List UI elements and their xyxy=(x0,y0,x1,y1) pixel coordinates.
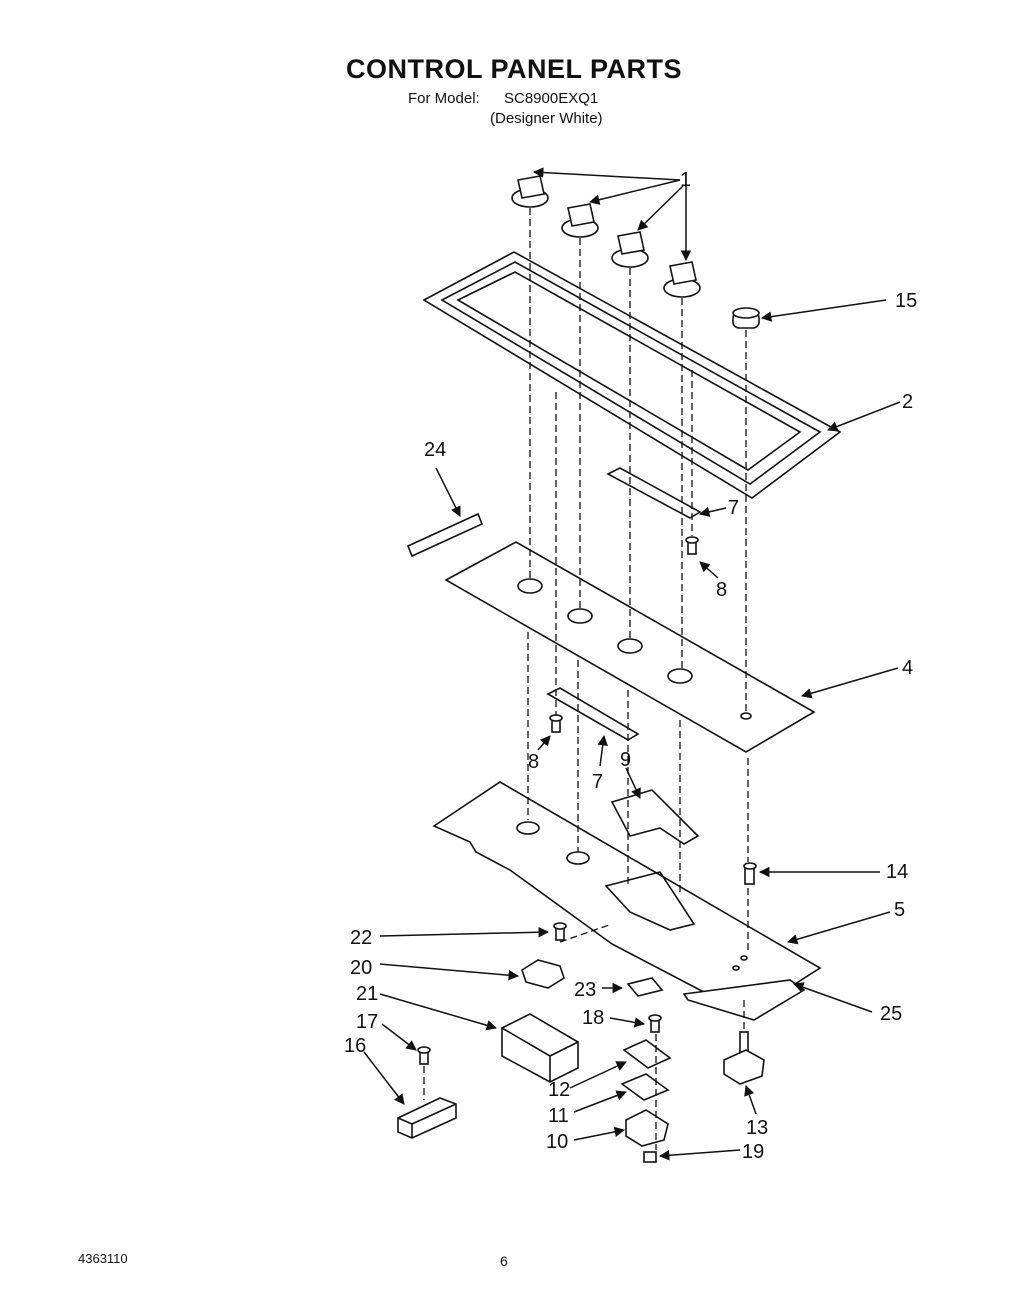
callout-2: 2 xyxy=(902,391,913,413)
callout-16: 16 xyxy=(344,1035,366,1057)
screw-part-22 xyxy=(553,922,567,941)
control-knob-part-1c xyxy=(611,231,649,268)
screw-part-8-lower xyxy=(549,714,563,733)
panel-base-part-5 xyxy=(432,781,822,1015)
callout-10: 10 xyxy=(546,1131,568,1153)
switch-box-part-21 xyxy=(501,1013,579,1083)
model-line: For Model: SC8900EXQ1 xyxy=(408,90,598,107)
callout-11: 11 xyxy=(548,1105,569,1127)
callout-7-lower: 7 xyxy=(592,771,603,793)
callout-14: 14 xyxy=(886,861,908,883)
switch-part-13 xyxy=(723,1031,765,1085)
callout-5: 5 xyxy=(894,899,905,921)
control-knob-part-1d xyxy=(663,261,701,298)
callout-13: 13 xyxy=(746,1117,768,1139)
page-number: 6 xyxy=(500,1253,508,1269)
console-frame-part-2 xyxy=(422,251,842,499)
screw-part-14 xyxy=(743,862,757,885)
document-number: 4363110 xyxy=(78,1251,128,1266)
callout-7-upper: 7 xyxy=(728,497,739,519)
bracket-part-9 xyxy=(610,789,700,845)
callout-19: 19 xyxy=(742,1141,764,1163)
callout-8-lower: 8 xyxy=(528,751,539,773)
callout-20: 20 xyxy=(350,957,372,979)
callout-labels: 1 15 2 24 7 8 4 8 7 9 14 5 22 20 23 21 2… xyxy=(344,169,917,1163)
retainer-strip-part-7-upper xyxy=(606,467,702,519)
label-part-23 xyxy=(626,977,664,997)
retainer-strip-part-7-lower xyxy=(546,687,640,741)
control-knob-part-1a xyxy=(511,175,549,208)
callout-8-upper: 8 xyxy=(716,579,727,601)
switch-part-10 xyxy=(625,1109,669,1147)
terminal-block-part-16 xyxy=(397,1097,457,1139)
model-number: SC8900EXQ1 xyxy=(504,90,599,107)
callout-25: 25 xyxy=(880,1003,902,1025)
callout-leaders xyxy=(363,167,901,1161)
small-knob-part-15 xyxy=(732,307,760,329)
callout-18: 18 xyxy=(582,1007,604,1029)
insulator-part-11 xyxy=(620,1073,670,1101)
callout-23: 23 xyxy=(574,979,596,1001)
assembly-guide-lines xyxy=(423,208,749,1150)
callout-4: 4 xyxy=(902,657,913,679)
callout-1: 1 xyxy=(680,169,691,191)
callout-24: 24 xyxy=(424,439,446,461)
control-panel-part-4 xyxy=(444,541,816,753)
callout-9: 9 xyxy=(620,749,631,771)
model-color: (Designer White) xyxy=(490,110,603,127)
trim-strip-part-24 xyxy=(406,512,484,558)
control-knob-part-1b xyxy=(561,203,599,238)
screw-part-17 xyxy=(417,1046,431,1065)
mounting-plate-part-12 xyxy=(622,1039,672,1069)
page-title: CONTROL PANEL PARTS xyxy=(346,54,683,84)
callout-12: 12 xyxy=(548,1079,570,1101)
screw-part-8-upper xyxy=(685,536,699,555)
nut-part-20 xyxy=(521,959,565,989)
callout-21: 21 xyxy=(356,983,378,1005)
nut-part-19 xyxy=(643,1151,657,1163)
screw-part-18 xyxy=(648,1014,662,1033)
callout-15: 15 xyxy=(895,290,917,312)
model-label: For Model: xyxy=(408,90,480,107)
callout-17: 17 xyxy=(356,1011,378,1033)
callout-22: 22 xyxy=(350,927,372,949)
